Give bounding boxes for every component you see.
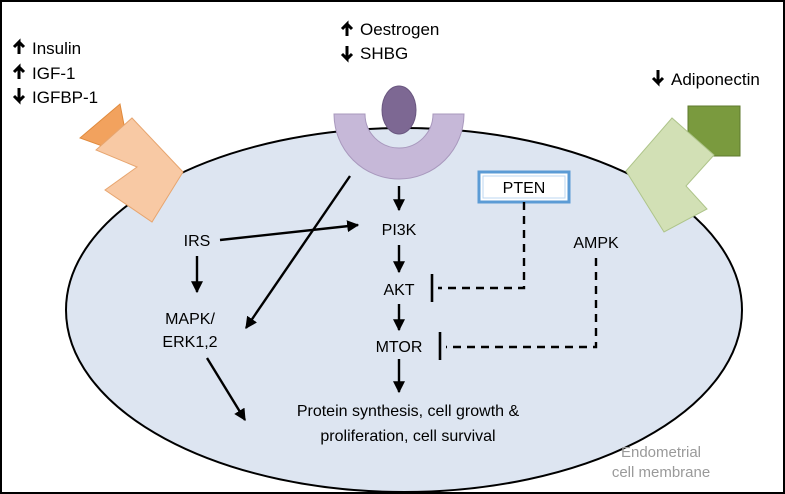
regulator-oestrogen-label: Oestrogen — [360, 20, 439, 39]
arrow-down-icon — [651, 70, 665, 87]
regulator-insulin-label: Insulin — [32, 39, 81, 58]
arrow-up-icon — [12, 63, 26, 79]
regulator-oestrogen: Oestrogen — [340, 20, 439, 39]
arrow-up-icon — [340, 20, 354, 36]
regulator-igfbp1: IGFBP-1 — [12, 88, 98, 107]
regulator-insulin: Insulin — [12, 38, 81, 58]
arrow-down-icon — [12, 88, 26, 105]
arrow-up-icon — [12, 38, 26, 54]
node-pi3k: PI3K — [382, 222, 417, 239]
regulator-adiponectin-label: Adiponectin — [671, 70, 760, 89]
regulator-shbg-label: SHBG — [360, 44, 408, 63]
node-mapk-line1: MAPK/ — [165, 311, 215, 328]
regulator-adiponectin: Adiponectin — [651, 70, 760, 89]
inhibition-pten-to-akt — [438, 202, 526, 290]
oestrogen-receptor-shape — [333, 113, 465, 180]
arrow-irs-to-pi3k — [219, 220, 360, 242]
arrow-down-icon — [340, 46, 354, 63]
node-ampk: AMPK — [573, 235, 619, 252]
membrane-label-line1: Endometrial — [621, 444, 701, 461]
node-irs: IRS — [184, 233, 211, 250]
oestrogen-ligand-shape — [381, 85, 417, 135]
regulator-igf1: IGF-1 — [12, 63, 75, 83]
insulin-receptor-shape — [95, 117, 184, 223]
node-akt: AKT — [383, 282, 414, 299]
outcome-line2: proliferation, cell survival — [320, 428, 495, 445]
regulator-shbg: SHBG — [340, 44, 408, 63]
regulator-igf1-label: IGF-1 — [32, 64, 75, 83]
arrow-receptor-to-mapk — [245, 175, 351, 329]
adiponectin-receptor-shape — [625, 117, 715, 233]
inhibition-ampk-to-mtor — [446, 258, 598, 349]
membrane-label-line2: cell membrane — [612, 464, 710, 481]
arrow-mapk-to-outcome — [205, 357, 247, 422]
node-mapk-line2: ERK1,2 — [162, 334, 217, 351]
node-pten: PTEN — [503, 180, 546, 197]
outcome-line1: Protein synthesis, cell growth & — [297, 403, 520, 420]
node-mtor: MTOR — [376, 339, 423, 356]
regulator-igfbp1-label: IGFBP-1 — [32, 88, 98, 107]
